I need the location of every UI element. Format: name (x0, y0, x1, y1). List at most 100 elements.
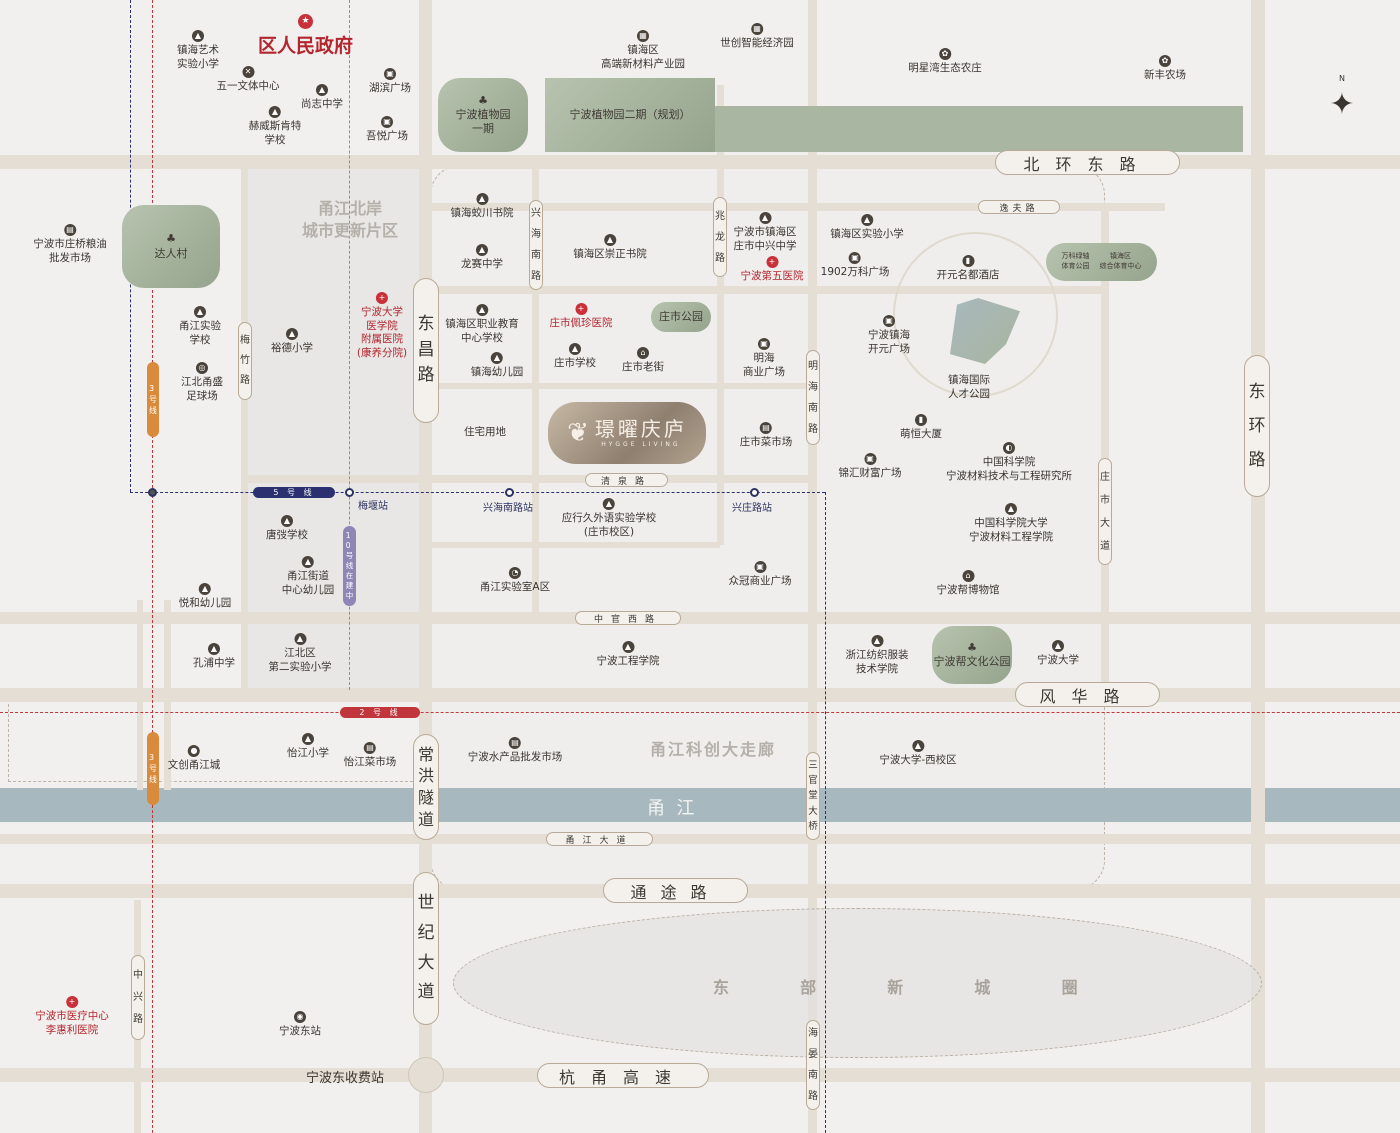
poi-item[interactable]: 镇海国际 人才公园 (948, 374, 990, 401)
poi-item[interactable]: ▲江北区 第二实验小学 (269, 633, 332, 674)
poi-item[interactable]: ▲宁波大学-西校区 (879, 740, 957, 768)
poi-label: 宁波市医疗中心 李惠利医院 (35, 1010, 109, 1036)
poi-item[interactable]: ▣锦汇财富广场 (839, 453, 902, 481)
poi-item[interactable]: ◉宁波东站 (279, 1011, 321, 1039)
east-city-ring (453, 908, 1262, 1058)
station-dot-xinghainan[interactable] (505, 488, 514, 497)
poi-item[interactable]: +宁波市医疗中心 李惠利医院 (35, 996, 109, 1037)
school-icon: ▲ (476, 193, 488, 205)
poi-item[interactable]: ▲甬江街道 中心幼儿园 (282, 556, 334, 597)
poi-item[interactable]: ▣湖滨广场 (369, 68, 411, 96)
station-xinghainan[interactable]: 兴海南路站 (483, 503, 533, 514)
poi-label: 镇海国际 人才公园 (948, 374, 990, 400)
poi-item[interactable]: ▤宁波水产品批发市场 (468, 737, 562, 765)
poi-item[interactable]: ▲镇海区职业教育 中心学校 (445, 304, 519, 345)
poi-item[interactable]: ▲宁波工程学院 (597, 641, 660, 669)
poi-item[interactable]: ▲怡江小学 (287, 733, 329, 761)
poi-item[interactable]: ✕五一文体中心 (217, 66, 280, 94)
poi-item[interactable]: ▲应行久外语实验学校 (庄市校区) (561, 498, 657, 539)
road-label-qingquan: 清泉路 (585, 473, 668, 487)
poi-item[interactable]: ▣众冠商业广场 (729, 561, 792, 589)
poi-item[interactable]: ▣吾悦广场 (366, 116, 408, 144)
school-icon: ▲ (604, 234, 616, 246)
poi-item[interactable]: ▤怡江菜市场 (344, 742, 396, 770)
metro-line10-label[interactable]: 1 0 号 线 在 建 中 (343, 526, 356, 606)
poi-item[interactable]: ▦镇海区 高端新材料产业园 (601, 30, 685, 71)
poi-item[interactable]: ▲浙江纺织服装 技术学院 (846, 635, 909, 676)
metro-line2-label[interactable]: 2 号 线 (340, 707, 420, 718)
poi-item[interactable]: ◔甬江实验室A区 (480, 567, 550, 595)
poi-item[interactable]: ◎江北甬盛 足球场 (181, 362, 223, 403)
road-beihuan (0, 155, 1400, 169)
culture-icon: ● (188, 745, 200, 757)
poi-item[interactable]: ▲尚志中学 (301, 84, 343, 112)
park-botanical-2[interactable]: 宁波植物园二期（规划） (545, 78, 715, 152)
poi-label: 尚志中学 (301, 98, 343, 110)
poi-item[interactable]: ▲龙赛中学 (461, 244, 503, 272)
poi-item[interactable]: 住宅用地 (464, 426, 506, 440)
poi-item[interactable]: ▣宁波镇海 开元广场 (868, 315, 910, 356)
poi-item[interactable]: ▲镇海幼儿园 (471, 352, 523, 380)
poi-item[interactable]: ▲镇海区实验小学 (830, 214, 904, 242)
poi-item[interactable]: ⌂庄市老街 (622, 347, 664, 375)
poi-item[interactable]: ▲镇海艺术 实验小学 (177, 30, 219, 71)
poi-item[interactable]: ▮萌恒大厦 (900, 414, 942, 442)
project-badge[interactable]: ❦ 璟曜庆庐 HYGGE LIVING (548, 402, 706, 464)
poi-item[interactable]: ◐中国科学院 宁波材料技术与工程研究所 (946, 442, 1072, 483)
poi-item[interactable]: ▲镇海区崇正书院 (573, 234, 647, 262)
sports-icon: ✕ (242, 66, 254, 78)
poi-item[interactable]: ▲孔浦中学 (193, 643, 235, 671)
poi-item[interactable]: ▲镇海蛟川书院 (451, 193, 514, 221)
poi-item[interactable]: ▲赫威斯肯特 学校 (249, 106, 301, 147)
school-icon: ▲ (302, 556, 314, 568)
park-zhuangshi[interactable]: 庄市公园 (651, 302, 711, 332)
poi-label: 悦和幼儿园 (178, 597, 232, 609)
metro-line3-label-south[interactable]: 3 号 线 (147, 732, 159, 805)
poi-item[interactable]: ▲宁波大学 (1037, 640, 1079, 668)
poi-item[interactable]: ▲悦和幼儿园 (178, 583, 232, 611)
poi-item[interactable]: ▲唐弢学校 (266, 515, 308, 543)
poi-item[interactable]: ▤庄市菜市场 (740, 422, 792, 450)
station-dot-meiyan[interactable] (345, 488, 354, 497)
road-label-yifu: 逸夫路 (978, 200, 1060, 214)
station-xingzhuang[interactable]: 兴庄路站 (732, 503, 772, 514)
school-icon: ▲ (861, 214, 873, 226)
shopping-icon: ▣ (758, 338, 770, 350)
poi-label: 宁波市庄桥粮油 批发市场 (33, 238, 107, 264)
metro-line5-label[interactable]: 5 号 线 (253, 487, 335, 498)
tree-icon: ♣ (166, 232, 176, 246)
park-botanical-1[interactable]: ♣宁波植物园 一期 (438, 78, 528, 152)
poi-item[interactable]: ▲宁波市镇海区 庄市中兴中学 (734, 212, 797, 253)
poi-label: 开元名都酒店 (936, 269, 1000, 281)
poi-item[interactable]: ⌂宁波帮博物馆 (937, 570, 1000, 598)
metro-line3-track (152, 0, 153, 1133)
poi-item[interactable]: ✿明星湾生态农庄 (908, 48, 982, 76)
park-darencun[interactable]: ♣达人村 (122, 205, 220, 288)
poi-label: 浙江纺织服装 技术学院 (845, 649, 909, 675)
park-vanke[interactable]: 万科绿轴 体育公园镇海区 综合体育中心 (1046, 243, 1157, 281)
poi-item[interactable]: ▦世创智能经济园 (720, 23, 794, 51)
north-bank-renewal-zone (245, 165, 425, 690)
government-label[interactable]: ★ 区人民政府 (258, 14, 354, 57)
poi-item[interactable]: ▣明海 商业广场 (743, 338, 785, 379)
poi-item[interactable]: ▣1902万科广场 (821, 252, 889, 280)
poi-item[interactable]: ▲中国科学院大学 宁波材料工程学院 (969, 503, 1053, 544)
park-ningbobang[interactable]: ♣宁波帮文化公园 (932, 626, 1012, 684)
poi-item[interactable]: +庄市佩珍医院 (550, 303, 613, 331)
poi-label: 应行久外语实验学校 (庄市校区) (561, 512, 657, 538)
poi-item[interactable]: ▲裕德小学 (271, 328, 313, 356)
poi-item[interactable]: +宁波第五医院 (741, 256, 804, 284)
road-label-yongjiang: 甬江大道 (546, 832, 653, 846)
poi-label: 宁波帮博物馆 (936, 584, 1000, 596)
metro-line3-label[interactable]: 3 号 线 (147, 362, 159, 437)
station-dot-xingzhuang[interactable] (750, 488, 759, 497)
poi-item[interactable]: ✿新丰农场 (1144, 55, 1186, 83)
poi-item[interactable]: ▲庄市学校 (554, 343, 596, 371)
poi-item[interactable]: ▤宁波市庄桥粮油 批发市场 (33, 224, 107, 265)
poi-item[interactable]: +宁波大学 医学院 附属医院 (康养分院) (357, 292, 407, 361)
poi-item[interactable]: ▲甬江实验 学校 (179, 306, 221, 347)
school-icon: ▲ (281, 515, 293, 527)
poi-item[interactable]: ●文创甬江城 (168, 745, 220, 773)
station-meiyan[interactable]: 梅堰站 (358, 501, 388, 512)
poi-item[interactable]: ▮开元名都酒店 (937, 255, 1000, 283)
